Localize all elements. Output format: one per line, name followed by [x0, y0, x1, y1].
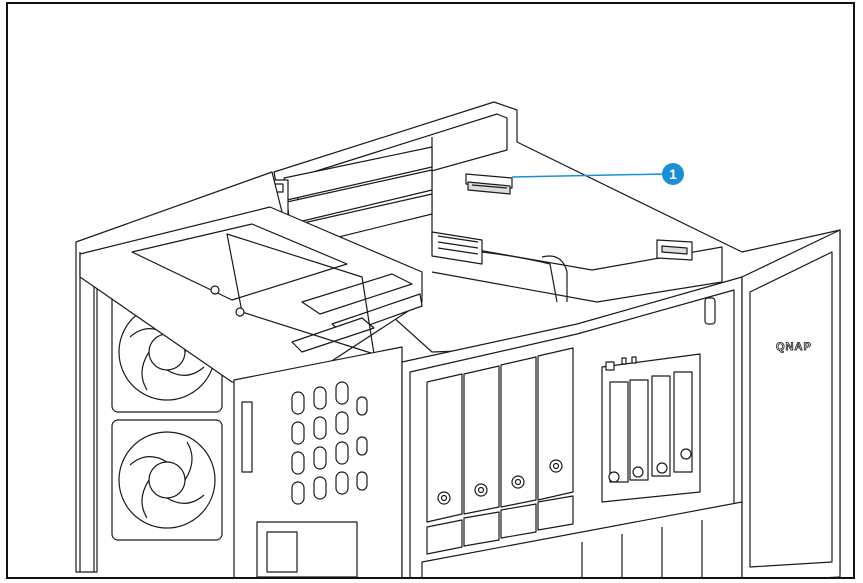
power-button	[704, 297, 716, 325]
hdd-cage-side	[233, 346, 403, 577]
motherboard-connector	[465, 173, 513, 195]
callout-number: 1	[669, 166, 677, 182]
callout-badge	[662, 163, 684, 185]
drive-bays-large	[426, 347, 574, 555]
callout-1: 1	[511, 163, 684, 185]
drive-cage-tray	[79, 206, 423, 388]
brand-logo: QNAP	[776, 341, 812, 353]
cooling-fans	[111, 291, 223, 541]
power-connector	[431, 231, 568, 303]
chassis-right-panel	[741, 229, 841, 577]
illustration-frame: QNAP 1	[6, 2, 855, 579]
nas-chassis-illustration: QNAP 1	[75, 101, 841, 577]
drive-bays-small	[601, 353, 701, 503]
callout-leader-line	[511, 173, 665, 178]
